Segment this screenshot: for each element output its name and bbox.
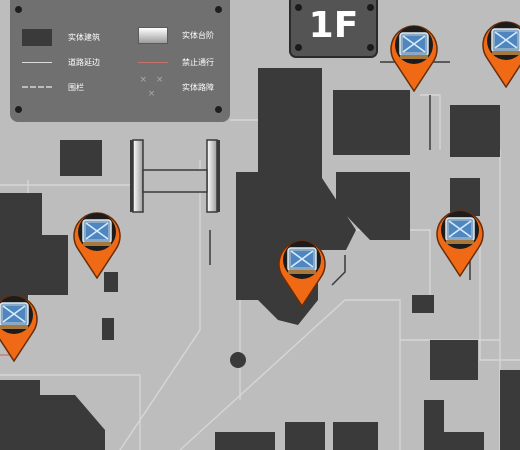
camera-marker-left[interactable] xyxy=(69,205,125,280)
screw-icon xyxy=(215,106,222,113)
legend-steps-label: 实体台阶 xyxy=(182,30,214,40)
screw-icon xyxy=(215,6,222,13)
legend-railing-label: 围栏 xyxy=(68,82,84,92)
gate-structure xyxy=(130,139,220,213)
building xyxy=(412,295,434,313)
screw-icon xyxy=(15,6,22,13)
building xyxy=(450,105,500,157)
legend-road-edge: 道路延边 xyxy=(22,55,100,69)
screw-icon xyxy=(295,4,302,11)
camera-icon xyxy=(0,302,29,329)
building xyxy=(336,172,410,240)
building xyxy=(333,422,378,450)
building xyxy=(215,432,275,450)
floor-badge[interactable]: 1F xyxy=(289,0,378,58)
camera-marker-center[interactable] xyxy=(274,233,330,308)
camera-icon xyxy=(399,32,429,59)
screw-icon xyxy=(295,44,302,51)
road-edge-swatch-icon xyxy=(22,61,52,63)
building xyxy=(285,422,325,450)
legend-no-entry-label: 禁止通行 xyxy=(182,57,214,67)
legend-steps: 实体台阶 xyxy=(138,26,214,44)
pillar xyxy=(230,352,246,368)
no-entry-swatch-icon xyxy=(138,61,168,63)
screw-icon xyxy=(15,106,22,113)
camera-icon xyxy=(491,28,520,55)
legend-barrier-label: 实体路障 xyxy=(182,82,214,92)
screw-icon xyxy=(367,4,374,11)
railing-swatch-icon xyxy=(22,86,52,88)
legend-building-label: 实体建筑 xyxy=(68,32,100,42)
floor-label: 1F xyxy=(308,5,359,46)
buildings xyxy=(0,68,520,450)
map-legend: 实体建筑 实体台阶 道路延边 禁止通行 围栏 × × × 实体路障 xyxy=(10,0,230,122)
camera-icon xyxy=(445,217,475,244)
legend-no-entry: 禁止通行 xyxy=(138,55,214,69)
camera-marker-right[interactable] xyxy=(432,203,488,278)
legend-road-edge-label: 道路延边 xyxy=(68,57,100,67)
legend-barrier: × × × 实体路障 xyxy=(138,75,214,99)
camera-icon xyxy=(82,219,112,246)
camera-icon xyxy=(287,247,317,274)
camera-marker-top-right[interactable] xyxy=(478,14,520,89)
building xyxy=(450,178,480,216)
steps-swatch-icon xyxy=(138,26,168,44)
building xyxy=(500,370,520,450)
legend-building: 实体建筑 xyxy=(22,28,100,46)
building-swatch-icon xyxy=(22,28,52,46)
screw-icon xyxy=(367,44,374,51)
building xyxy=(0,380,105,450)
building xyxy=(424,400,444,450)
barrier-swatch-icon: × × × xyxy=(139,75,167,99)
camera-marker-far-left[interactable] xyxy=(0,288,42,363)
legend-railing: 围栏 xyxy=(22,80,84,94)
building xyxy=(333,90,410,155)
building xyxy=(444,432,484,450)
building xyxy=(430,340,478,380)
camera-marker-top-center[interactable] xyxy=(386,18,442,93)
building xyxy=(236,68,356,325)
building xyxy=(60,140,102,176)
building xyxy=(104,272,118,292)
building xyxy=(102,318,114,340)
